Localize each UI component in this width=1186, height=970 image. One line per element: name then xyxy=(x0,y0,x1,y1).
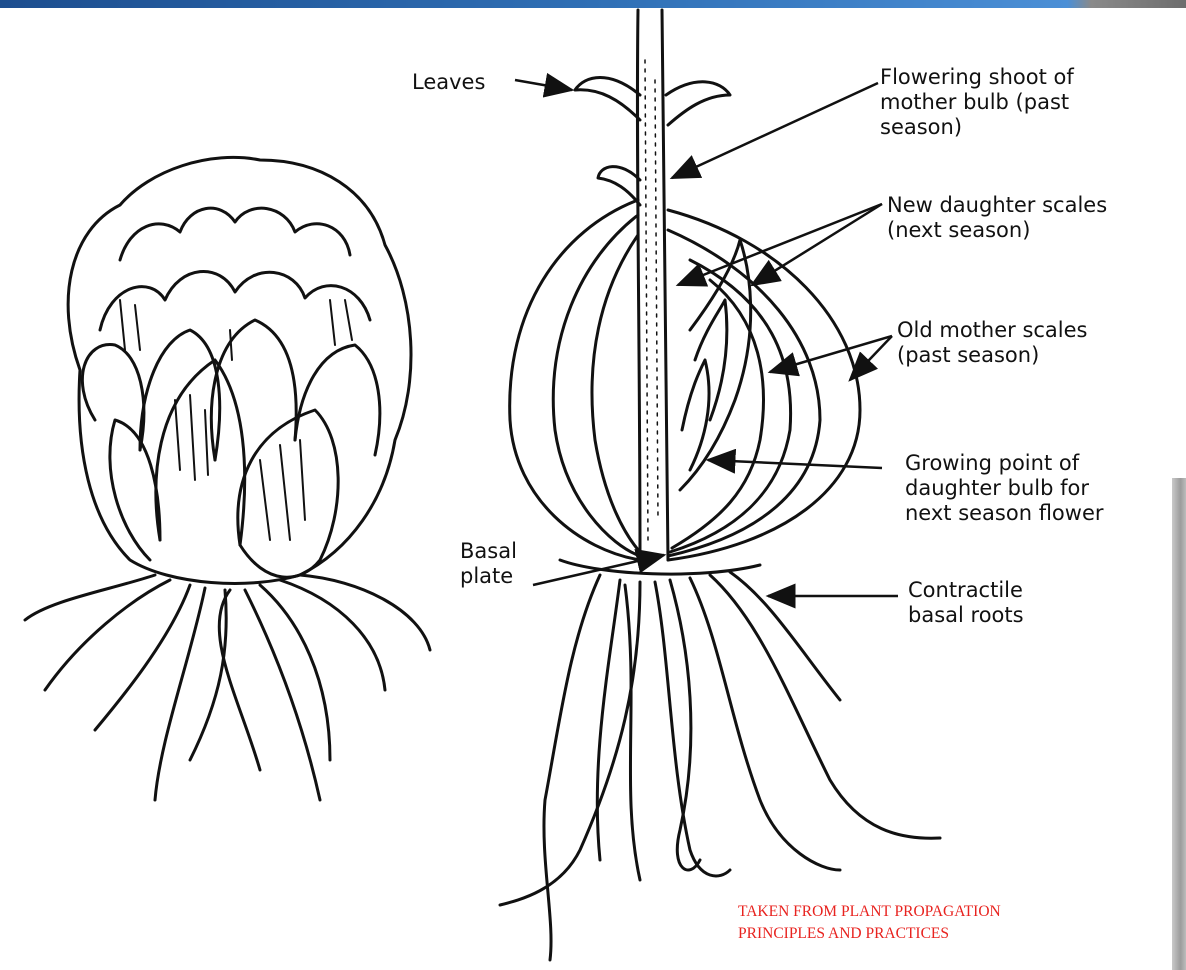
label-contractile-roots: Contractile basal roots xyxy=(908,578,1024,628)
label-new-daughter-scales: New daughter scales (next season) xyxy=(887,193,1107,243)
whole-bulb-drawing xyxy=(25,157,430,800)
bulb-section-drawing xyxy=(500,10,940,960)
label-leaves: Leaves xyxy=(412,70,485,95)
label-basal-plate: Basal plate xyxy=(460,539,517,589)
label-growing-point: Growing point of daughter bulb for next … xyxy=(905,451,1104,526)
label-old-mother-scales: Old mother scales (past season) xyxy=(897,318,1088,368)
source-credit: TAKEN FROM PLANT PROPAGATION PRINCIPLES … xyxy=(738,901,1058,945)
leader-arrows xyxy=(515,80,898,596)
label-flowering-shoot: Flowering shoot of mother bulb (past sea… xyxy=(880,65,1074,140)
